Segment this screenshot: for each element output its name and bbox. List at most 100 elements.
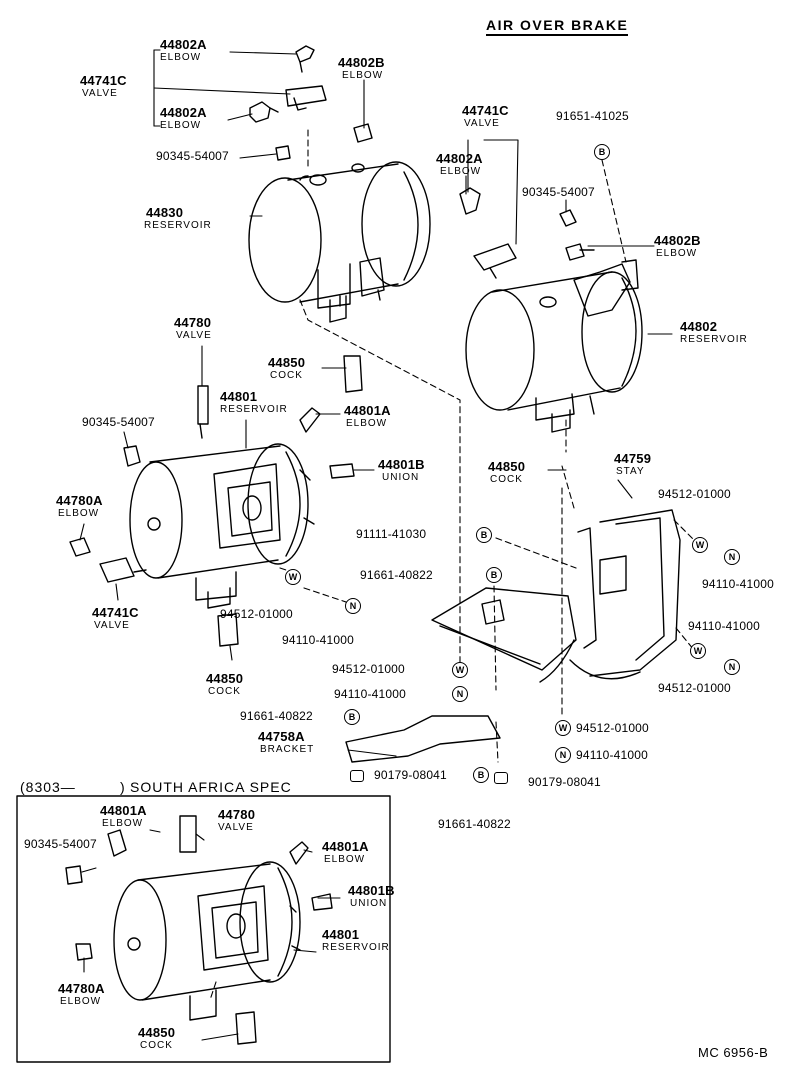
inset-name-elbow-bottom: ELBOW: [60, 996, 102, 1007]
label-44741C-top-right: 44741C: [462, 103, 509, 118]
inset-label-44780A: 44780A: [58, 981, 105, 996]
label-44758A: 44758A: [258, 729, 305, 744]
label-44802A-top: 44802A: [160, 37, 207, 52]
diagram-title: AIR OVER BRAKE: [486, 18, 629, 36]
name-reservoir-44801: RESERVOIR: [220, 404, 288, 415]
nut-symbol-centre: N: [452, 686, 468, 702]
nut-icon-90179-left: [350, 770, 364, 782]
inset-label-90345-54007: 90345-54007: [24, 837, 97, 851]
nut-symbol-right-top: N: [724, 549, 740, 565]
inset-name-reservoir: RESERVOIR: [322, 942, 390, 953]
label-90179-08041-left: 90179-08041: [374, 768, 447, 782]
name-stay-44759: STAY: [616, 466, 645, 477]
label-91661-40822-upper: 91661-40822: [360, 568, 433, 582]
name-elbow-44802A-top: ELBOW: [160, 52, 202, 63]
label-94512-01000-middle-left: 94512-01000: [220, 607, 293, 621]
label-44780A-middle: 44780A: [56, 493, 103, 508]
inset-frame: [16, 795, 391, 1063]
label-44850-right: 44850: [488, 459, 526, 474]
label-44802A-lower: 44802A: [160, 105, 207, 120]
name-elbow-44801A: ELBOW: [346, 418, 388, 429]
label-91661-40822-bottom: 91661-40822: [438, 817, 511, 831]
label-44802: 44802: [680, 319, 718, 334]
inset-name-elbow-right: ELBOW: [324, 854, 366, 865]
label-44780: 44780: [174, 315, 212, 330]
bolt-symbol-91661-40822-upper: B: [486, 567, 502, 583]
label-44801B: 44801B: [378, 457, 425, 472]
name-elbow-44802B-right: ELBOW: [656, 248, 698, 259]
label-44802A-top-right: 44802A: [436, 151, 483, 166]
label-44850-middle: 44850: [268, 355, 306, 370]
label-44741C-lower-left: 44741C: [92, 605, 139, 620]
name-valve-44741C-top-left: VALVE: [82, 88, 118, 99]
reservoir-44802-drawing: [465, 249, 643, 433]
inset-name-cock: COCK: [140, 1040, 173, 1051]
label-90179-08041-right: 90179-08041: [528, 775, 601, 789]
bracket-44758A-drawing: [345, 715, 501, 763]
washer-symbol-lower-right: W: [555, 720, 571, 736]
label-91111-41030: 91111-41030: [356, 527, 427, 541]
nut-symbol-right-mid: N: [724, 659, 740, 675]
name-elbow-44802B-top-left: ELBOW: [342, 70, 384, 81]
name-valve-44741C-top-right: VALVE: [464, 118, 500, 129]
name-elbow-44802A-lower: ELBOW: [160, 120, 202, 131]
label-94110-41000-middle-left: 94110-41000: [282, 633, 355, 647]
label-91661-40822-left: 91661-40822: [240, 709, 313, 723]
label-44801A: 44801A: [344, 403, 391, 418]
inset-label-44801A-right: 44801A: [322, 839, 369, 854]
name-valve-44741C-lower-left: VALVE: [94, 620, 130, 631]
label-44802B-right: 44802B: [654, 233, 701, 248]
label-44802B-top-left: 44802B: [338, 55, 385, 70]
inset-label-44801B: 44801B: [348, 883, 395, 898]
label-44850-lower-left: 44850: [206, 671, 244, 686]
inset-title: SOUTH AFRICA SPEC: [130, 779, 292, 795]
label-94110-41000-right-top: 94110-41000: [702, 577, 775, 591]
name-reservoir-44830: RESERVOIR: [144, 220, 212, 231]
name-cock-44850-lower-left: COCK: [208, 686, 241, 697]
name-union-44801B: UNION: [382, 472, 420, 483]
label-94512-01000-centre: 94512-01000: [332, 662, 405, 676]
label-94512-01000-lower-right: 94512-01000: [576, 721, 649, 735]
label-44759: 44759: [614, 451, 652, 466]
label-90345-54007-top: 90345-54007: [156, 149, 229, 163]
inset-name-valve: VALVE: [218, 822, 254, 833]
fittings-top-left: [249, 45, 373, 161]
leader-lines: [79, 49, 673, 1041]
inset-label-44850: 44850: [138, 1025, 176, 1040]
label-94512-01000-right-top: 94512-01000: [658, 487, 731, 501]
name-valve-44780: VALVE: [176, 330, 212, 341]
bolt-symbol-91111-41030: B: [476, 527, 492, 543]
label-90345-54007-middle: 90345-54007: [82, 415, 155, 429]
stay-44759-drawing: [431, 509, 681, 683]
nut-icon-90179-right: [494, 772, 508, 784]
label-44801: 44801: [220, 389, 258, 404]
inset-label-44780: 44780: [218, 807, 256, 822]
nut-symbol-lower-right: N: [555, 747, 571, 763]
drawing-code: MC 6956-B: [698, 1045, 769, 1060]
inset-range-start: (8303—: [20, 779, 76, 795]
name-reservoir-44802: RESERVOIR: [680, 334, 748, 345]
fittings-top-right: [459, 187, 585, 279]
bolt-symbol-91651-41025: B: [594, 144, 610, 160]
name-cock-44850-right: COCK: [490, 474, 523, 485]
label-94110-41000-centre: 94110-41000: [334, 687, 407, 701]
bolt-symbol-91661-40822-left: B: [344, 709, 360, 725]
name-cock-44850-middle: COCK: [270, 370, 303, 381]
label-94110-41000-right-mid: 94110-41000: [688, 619, 761, 633]
inset-name-elbow-left: ELBOW: [102, 818, 144, 829]
inset-label-44801: 44801: [322, 927, 360, 942]
label-44830: 44830: [146, 205, 184, 220]
washer-symbol-centre: W: [452, 662, 468, 678]
washer-symbol-right-top: W: [692, 537, 708, 553]
reservoir-44801-drawing: [129, 443, 315, 609]
label-90345-54007-top-right: 90345-54007: [522, 185, 595, 199]
washer-symbol-middle-left: W: [285, 569, 301, 585]
label-94512-01000-right-mid: 94512-01000: [658, 681, 731, 695]
inset-reservoir-drawing: [65, 815, 333, 1045]
dashed-lines: [209, 129, 695, 1001]
label-94110-41000-lower-right: 94110-41000: [576, 748, 649, 762]
bolt-symbol-91661-40822-bottom: B: [473, 767, 489, 783]
name-elbow-44802A-top-right: ELBOW: [440, 166, 482, 177]
